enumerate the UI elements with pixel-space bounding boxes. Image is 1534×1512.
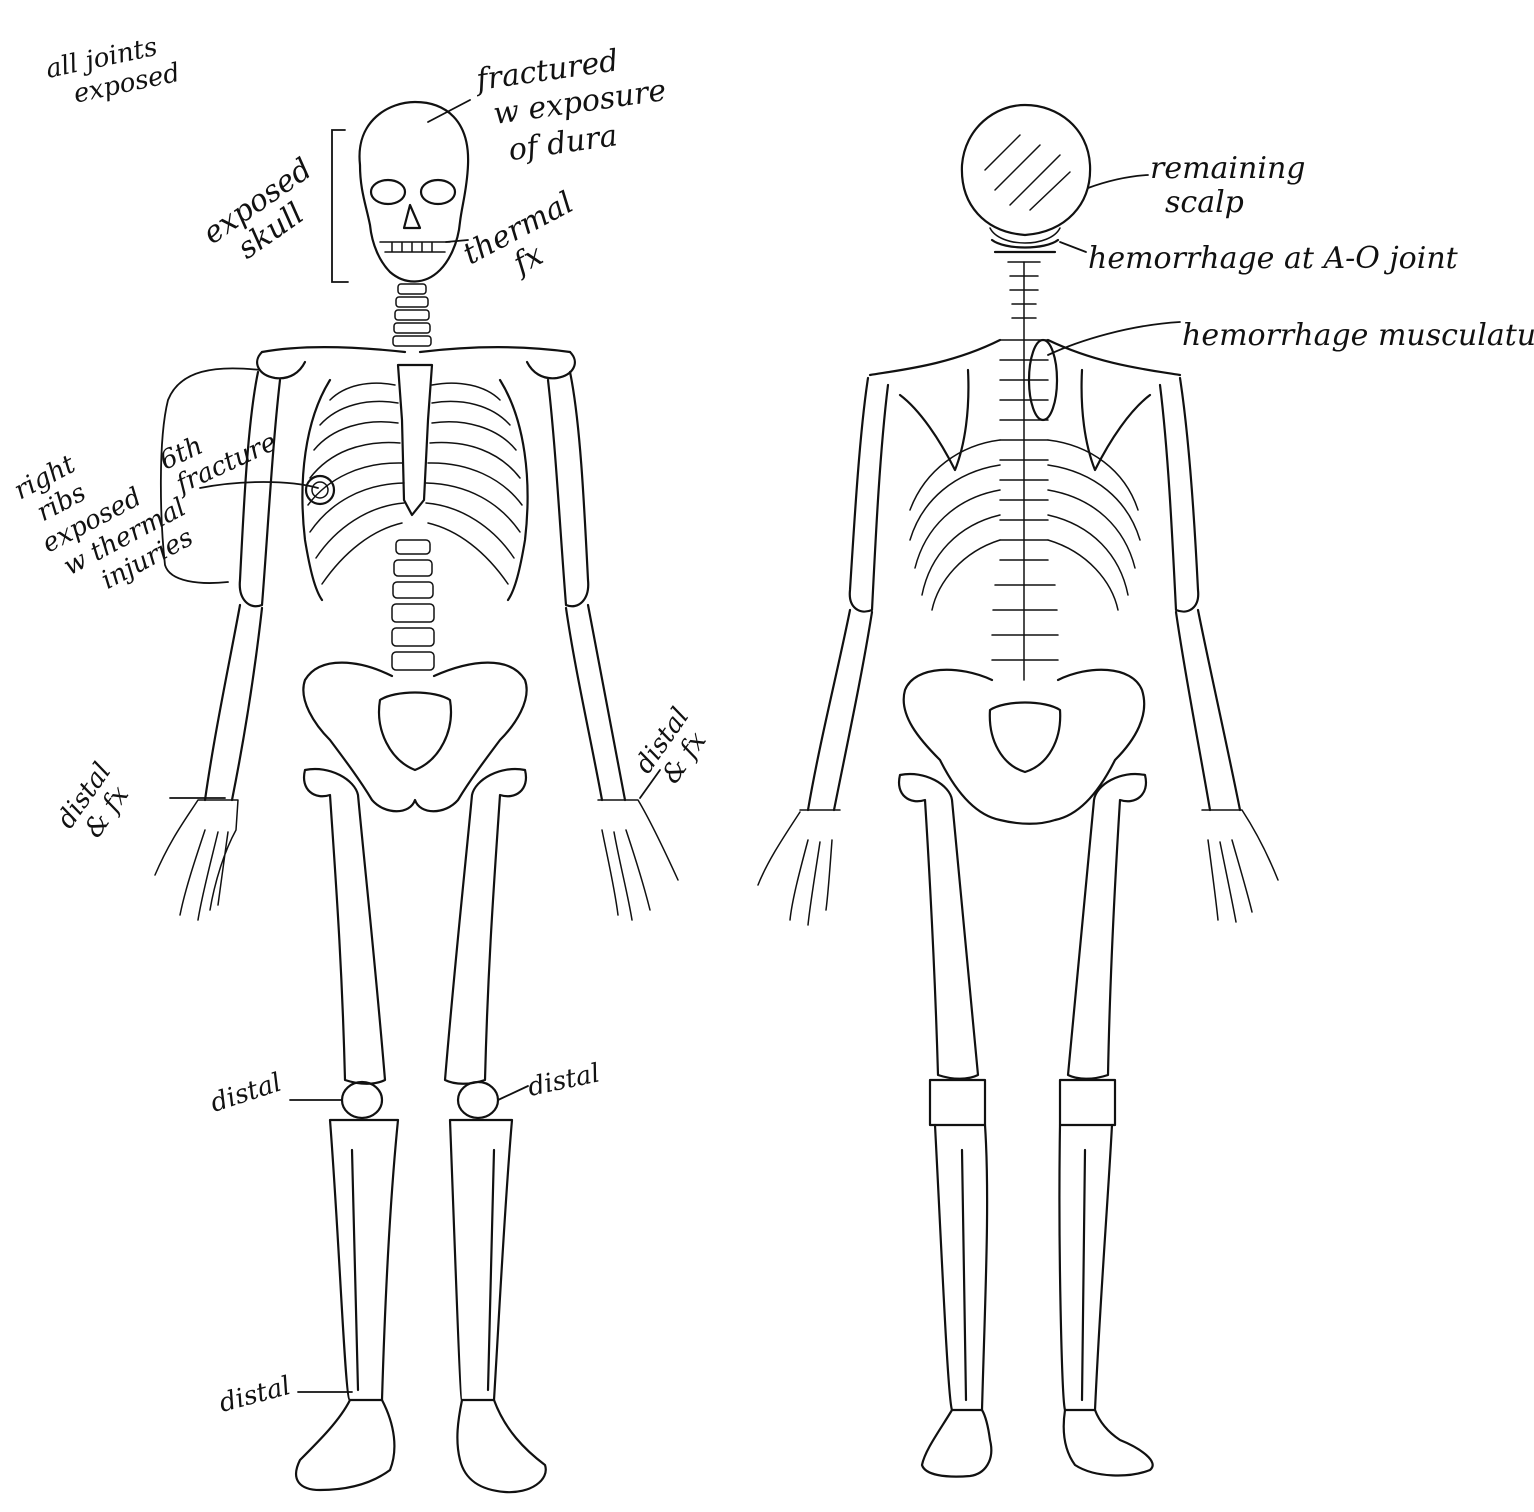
left-lower-leg — [330, 1120, 398, 1400]
sacrum — [379, 693, 451, 771]
posterior-left-humerus — [850, 378, 888, 612]
posterior-left-foot — [922, 1410, 991, 1477]
right-humerus — [548, 372, 588, 606]
thermal-fx-note: thermal fx — [457, 181, 602, 301]
posterior-right-femur — [1068, 774, 1146, 1079]
scalp-note: remaining scalp — [1150, 151, 1315, 220]
right-lower-leg — [450, 1120, 512, 1400]
posterior-skeleton — [758, 105, 1278, 1477]
posterior-right-shoulder — [1048, 340, 1180, 375]
right-femur — [445, 769, 526, 1084]
posterior-left-shoulder — [870, 340, 1000, 375]
posterior-right-humerus — [1160, 378, 1198, 612]
left-scapula-posterior — [900, 370, 968, 470]
left-orbit — [371, 180, 405, 204]
posterior-left-forearm — [808, 610, 872, 810]
posterior-right-hand — [1202, 810, 1278, 922]
nasal-cavity — [404, 205, 420, 228]
atlas-occipital-joint — [992, 240, 1058, 252]
knee-right-note: distal — [525, 1058, 602, 1102]
right-clavicle — [420, 347, 570, 352]
scalp-hatching — [985, 135, 1070, 210]
right-scapula — [527, 352, 575, 378]
posterior-left-hand — [758, 810, 840, 925]
right-orbit — [421, 180, 455, 204]
left-hand — [155, 800, 238, 920]
posterior-pelvis — [904, 670, 1145, 824]
left-foot — [296, 1400, 394, 1490]
anterior-skull — [360, 102, 469, 282]
left-ribs — [308, 383, 404, 584]
ankle-note: distal — [216, 1371, 294, 1419]
cervical-spine — [393, 284, 431, 346]
right-hand — [598, 800, 678, 920]
right-patella — [458, 1082, 498, 1118]
posterior-left-lower-leg — [935, 1125, 987, 1410]
rib-fracture-marker — [306, 476, 334, 504]
anterior-pelvis — [303, 663, 526, 812]
posterior-spine — [992, 262, 1058, 680]
left-humerus — [240, 372, 280, 606]
left-patella — [342, 1082, 382, 1118]
posterior-right-foot — [1064, 1410, 1153, 1475]
lumbar-spine — [392, 540, 434, 670]
annotations: all joints exposed fractured w exposure … — [9, 29, 1534, 1419]
teeth — [380, 242, 450, 252]
left-forearm — [205, 605, 262, 800]
distal-fx-left-note: distal & fx — [51, 751, 145, 850]
sixth-fracture-note: 6th fracture — [155, 402, 281, 502]
posterior-left-femur — [899, 774, 978, 1079]
posterior-skull — [962, 105, 1090, 235]
anterior-skeleton — [155, 102, 678, 1492]
left-clavicle — [262, 347, 405, 352]
skull-fracture-note: fractured w exposure of dura — [472, 36, 683, 171]
exposed-skull-note: exposed skull — [197, 146, 345, 278]
left-femur — [304, 769, 385, 1084]
right-foot — [457, 1400, 545, 1492]
knee-left-note: distal — [207, 1068, 285, 1119]
right-forearm — [566, 605, 625, 800]
posterior-right-forearm — [1176, 610, 1240, 810]
all-joints-note: all joints exposed — [43, 29, 182, 115]
posterior-right-lower-leg — [1059, 1125, 1112, 1410]
left-scapula — [257, 352, 305, 378]
distal-fx-right-note: distal & fx — [629, 696, 723, 795]
musculature-note: hemorrhage musculature — [1182, 318, 1534, 353]
right-scapula-posterior — [1082, 370, 1150, 470]
rib-cage-outline — [302, 380, 527, 600]
ao-joint-note: hemorrhage at A-O joint — [1088, 241, 1459, 276]
posterior-sacrum — [990, 703, 1060, 773]
sternum — [398, 365, 432, 515]
right-ribs — [426, 383, 522, 584]
